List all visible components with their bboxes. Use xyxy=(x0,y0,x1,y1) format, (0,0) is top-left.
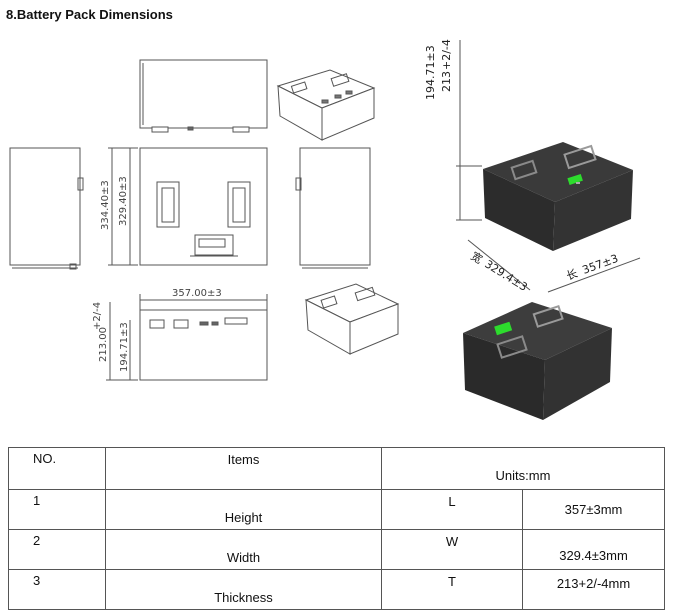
render-height-label: 194.71±3 xyxy=(424,45,437,100)
row-symbol: W xyxy=(381,529,523,570)
row-value: 357±3mm xyxy=(522,489,665,530)
front-height-label: 194.71±3 xyxy=(119,322,130,372)
iso-sketch-1 xyxy=(276,69,376,141)
side-view-right xyxy=(295,147,371,269)
table-row: 2 Width W 329.4±3mm xyxy=(8,529,665,570)
dimension-drawing: 334.40±3 329.40±3 357.00±3 213.00 +2/-4 … xyxy=(9,39,641,420)
render-height-2-tol-label: +2/-4 xyxy=(440,39,453,70)
front-view xyxy=(106,294,268,381)
render-height-2-label: 213 xyxy=(440,71,453,92)
side-width-label: 329.40±3 xyxy=(118,176,129,226)
table-row: 3 Thickness T 213+2/-4mm xyxy=(8,569,665,610)
row-item: Height xyxy=(105,489,382,530)
row-value: 213+2/-4mm xyxy=(522,569,665,610)
render-width-label: 329.4±3 xyxy=(482,258,529,294)
row-no: 1 xyxy=(8,489,106,530)
header-items: Items xyxy=(105,447,382,490)
row-value: 329.4±3mm xyxy=(522,529,665,570)
side-length-label: 334.40±3 xyxy=(100,180,111,230)
row-no: 2 xyxy=(8,529,106,570)
row-no: 3 xyxy=(8,569,106,610)
top-view-drawing xyxy=(139,59,268,133)
section-heading: 8.Battery Pack Dimensions xyxy=(6,7,173,22)
iso-sketch-2 xyxy=(304,283,400,355)
specification-table: NO. Items Units:mm 1 Height L 357±3mm 2 … xyxy=(8,447,665,610)
row-item: Width xyxy=(105,529,382,570)
render-length-char: 长 xyxy=(565,267,580,283)
front-height-tol-label: +2/-4 xyxy=(92,302,103,330)
top-length-label: 357.00±3 xyxy=(172,288,222,299)
row-symbol: L xyxy=(381,489,523,530)
header-no: NO. xyxy=(8,447,106,490)
battery-render-2 xyxy=(463,302,612,420)
battery-render-1 xyxy=(483,142,633,251)
plan-view xyxy=(139,147,268,266)
front-height-full-label: 213.00 xyxy=(98,327,109,362)
header-units: Units:mm xyxy=(381,447,665,490)
side-view-left xyxy=(9,147,84,270)
table-row: 1 Height L 357±3mm xyxy=(8,489,665,530)
row-item: Thickness xyxy=(105,569,382,610)
row-symbol: T xyxy=(381,569,523,610)
